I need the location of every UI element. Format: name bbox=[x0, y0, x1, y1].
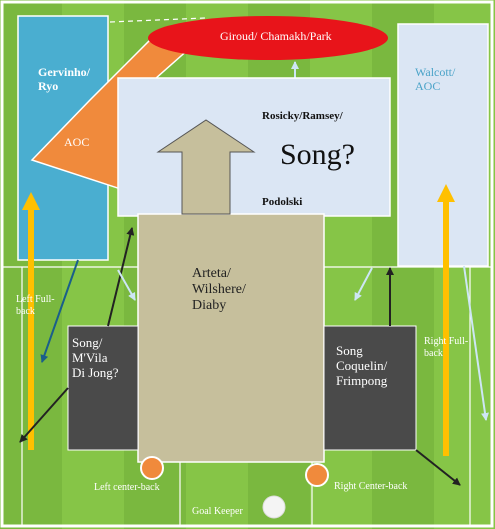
left-fullback-yellow-arrow bbox=[22, 192, 40, 450]
left-centerback-dot bbox=[140, 456, 164, 480]
goalkeeper-label: Goal Keeper bbox=[192, 506, 243, 517]
central-mids-label: Arteta/ Wilshere/ Diaby bbox=[192, 266, 246, 314]
right-dm-label: Song Coquelin/ Frimpong bbox=[336, 343, 388, 388]
left-aoc-label: AOC bbox=[64, 135, 90, 149]
right-fullback-yellow-arrow bbox=[437, 184, 455, 456]
forwards-ellipse bbox=[148, 16, 388, 60]
central-mid-up-arrow bbox=[156, 119, 256, 215]
left-dm-box bbox=[67, 325, 139, 451]
attacking-mids-label: Rosicky/Ramsey/ bbox=[262, 110, 343, 122]
left-fullback-label: Left Full- back bbox=[16, 294, 55, 317]
podolski-label: Podolski bbox=[262, 196, 303, 208]
right-fullback-label: Right Full- back bbox=[424, 336, 469, 359]
central-mid-box bbox=[137, 213, 325, 463]
right-centerback-dot bbox=[305, 463, 329, 487]
right-dm-box bbox=[323, 325, 417, 451]
song-question-label: Song? bbox=[280, 138, 355, 171]
left-dm-label: Song/ M'Vila Di Jong? bbox=[72, 335, 119, 380]
attacking-mid-panel bbox=[117, 77, 391, 217]
left-wing-track-back-arrow bbox=[40, 259, 79, 363]
goalkeeper-dot bbox=[262, 495, 286, 519]
dark-movement-arrows bbox=[19, 227, 461, 486]
left-wing-label: Gervinho/ Ryo bbox=[38, 65, 91, 93]
fullback-yellow-arrows bbox=[22, 184, 455, 456]
right-centerback-label: Right Center-back bbox=[334, 481, 408, 492]
light-movement-arrows bbox=[117, 265, 489, 421]
forwards-label: Giroud/ Chamakh/Park bbox=[220, 29, 332, 43]
left-centerback-label: Left center-back bbox=[94, 482, 160, 493]
right-wing-label: Walcott/ AOC bbox=[415, 65, 456, 93]
